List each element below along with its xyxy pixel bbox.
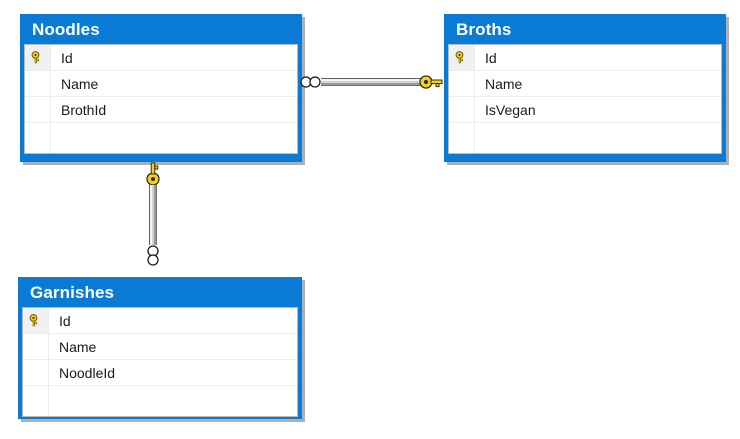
entity-title-noodles: Noodles <box>32 20 100 39</box>
key-icon <box>455 51 464 64</box>
table-row[interactable]: Name <box>25 71 297 97</box>
primary-key-cell <box>23 386 49 416</box>
entity-table-broths[interactable]: Broths Id Name IsVegan <box>444 14 726 162</box>
column-name-blank <box>51 123 297 153</box>
entity-table-noodles[interactable]: Noodles Id Name BrothId <box>20 14 302 162</box>
column-name: Id <box>59 312 71 329</box>
entity-title-broths: Broths <box>456 20 512 39</box>
table-row-empty[interactable] <box>23 386 297 416</box>
table-row[interactable]: Name <box>23 334 297 360</box>
entity-column-grid-garnishes: Id Name NoodleId <box>22 307 298 417</box>
column-name: BrothId <box>61 101 107 118</box>
column-name: Name <box>485 75 523 92</box>
table-row[interactable]: Id <box>449 45 721 71</box>
table-row[interactable]: IsVegan <box>449 97 721 123</box>
primary-key-cell <box>25 71 51 96</box>
column-name: Name <box>59 338 97 355</box>
column-name: Name <box>61 75 99 92</box>
column-name: Id <box>485 49 497 66</box>
column-name-blank <box>475 123 721 153</box>
entity-column-grid-broths: Id Name IsVegan <box>448 44 722 154</box>
primary-key-cell <box>23 334 49 359</box>
infinity-icon <box>300 76 321 88</box>
primary-key-cell <box>449 71 475 96</box>
table-row[interactable]: BrothId <box>25 97 297 123</box>
table-row[interactable]: Name <box>449 71 721 97</box>
key-icon <box>146 162 160 186</box>
primary-key-cell <box>449 123 475 153</box>
key-icon <box>31 51 40 64</box>
column-name: NoodleId <box>59 364 116 381</box>
primary-key-cell <box>25 45 51 70</box>
table-row[interactable]: Id <box>23 308 297 334</box>
column-name: Id <box>61 49 73 66</box>
relationship-noodles-garnishes[interactable] <box>138 160 168 278</box>
table-row-empty[interactable] <box>25 123 297 153</box>
column-name-blank <box>49 386 297 416</box>
primary-key-cell <box>25 97 51 122</box>
relationship-noodles-broths[interactable] <box>300 70 446 96</box>
entity-title-garnishes: Garnishes <box>30 283 115 302</box>
table-row[interactable]: Id <box>25 45 297 71</box>
column-name: IsVegan <box>485 101 536 118</box>
key-icon <box>419 75 443 89</box>
primary-key-cell <box>449 97 475 122</box>
table-row-empty[interactable] <box>449 123 721 153</box>
primary-key-cell <box>449 45 475 70</box>
primary-key-cell <box>23 308 49 333</box>
table-row[interactable]: NoodleId <box>23 360 297 386</box>
key-icon <box>29 314 38 327</box>
relationship-line <box>321 78 423 86</box>
relationship-line <box>149 185 157 245</box>
primary-key-cell <box>23 360 49 385</box>
infinity-icon <box>147 245 159 266</box>
entity-column-grid-noodles: Id Name BrothId <box>24 44 298 154</box>
entity-table-garnishes[interactable]: Garnishes Id Name Noodl <box>18 277 302 419</box>
primary-key-cell <box>25 123 51 153</box>
